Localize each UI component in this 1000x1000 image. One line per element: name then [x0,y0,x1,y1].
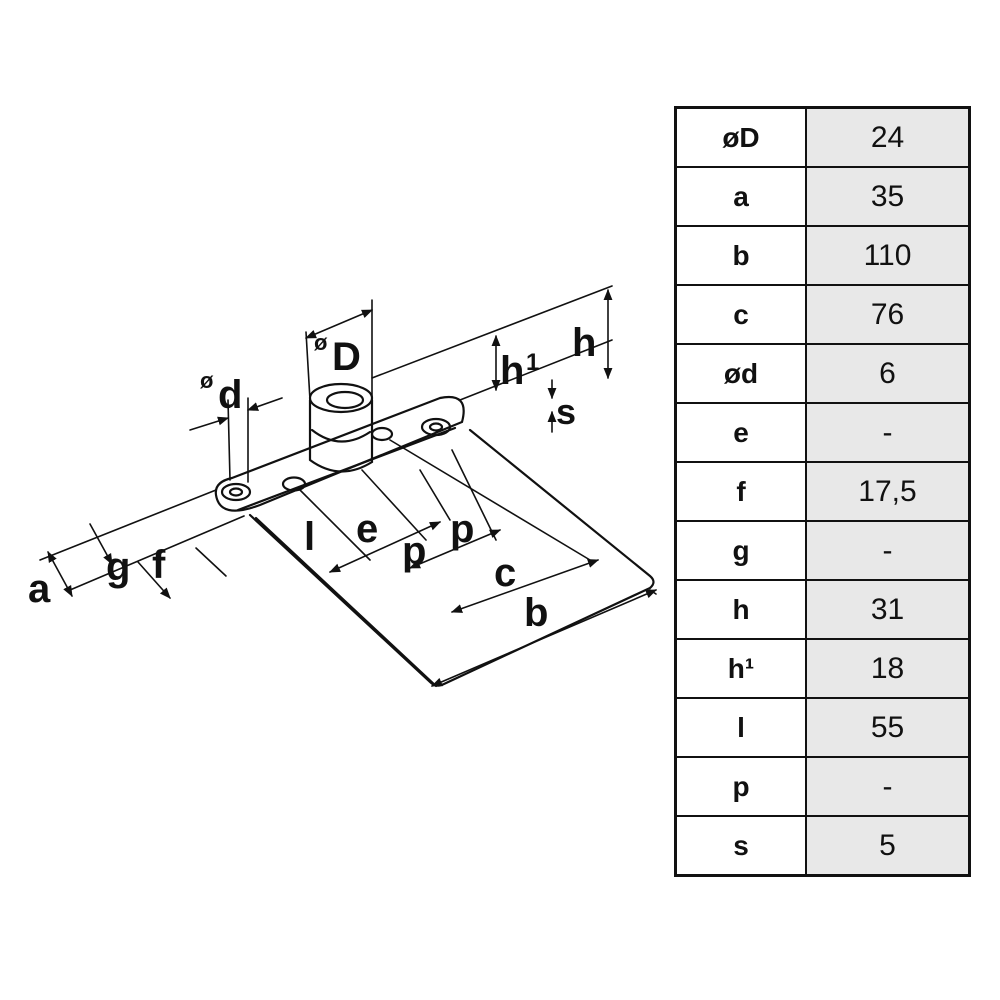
label-g: g [106,545,130,589]
label-f: f [152,543,166,587]
value-cell: 35 [805,166,971,227]
symbol-cell: c [674,284,807,345]
value-cell: 31 [805,579,971,640]
label-s: s [556,391,576,432]
label-a: a [28,567,51,611]
dimension-lines [47,288,658,687]
value-cell: 6 [805,343,971,404]
label-h: h [572,321,596,365]
label-b: b [524,591,548,635]
symbol-cell: h [674,579,807,640]
value-cell: 5 [805,815,971,877]
label-D: D [332,335,361,379]
symbol-cell: e [674,402,807,463]
symbol-cell: g [674,520,807,581]
label-l: l [304,515,315,559]
mounting-holes [220,417,452,502]
value-cell: 24 [805,106,971,168]
label-p-first: p [402,529,426,573]
symbol-cell: b [674,225,807,286]
symbol-cell: ød [674,343,807,404]
symbol-cell: p [674,756,807,817]
symbol-cell: f [674,461,807,522]
value-cell: - [805,520,971,581]
value-cell: 18 [805,638,971,699]
value-cell: 17,5 [805,461,971,522]
label-h1: h [500,349,524,393]
symbol-cell: l [674,697,807,758]
symbol-cell: øD [674,106,807,168]
label-d: d [218,373,242,417]
symbol-cell: a [674,166,807,227]
label-diam-symbol-D: ø [314,330,328,355]
label-diam-symbol-d: ø [200,368,214,393]
table-row: p- [674,756,971,817]
symbol-cell: h¹ [674,638,807,699]
label-e: e [356,507,378,551]
table-row: e- [674,402,971,463]
table-row: g- [674,520,971,581]
top-strap [214,395,465,512]
value-cell: - [805,756,971,817]
label-p-second: p [450,507,474,551]
value-cell: - [805,402,971,463]
value-cell: 55 [805,697,971,758]
value-cell: 110 [805,225,971,286]
symbol-cell: s [674,815,807,877]
label-c: c [494,551,516,595]
label-h1-sup: 1 [526,349,539,376]
value-cell: 76 [805,284,971,345]
